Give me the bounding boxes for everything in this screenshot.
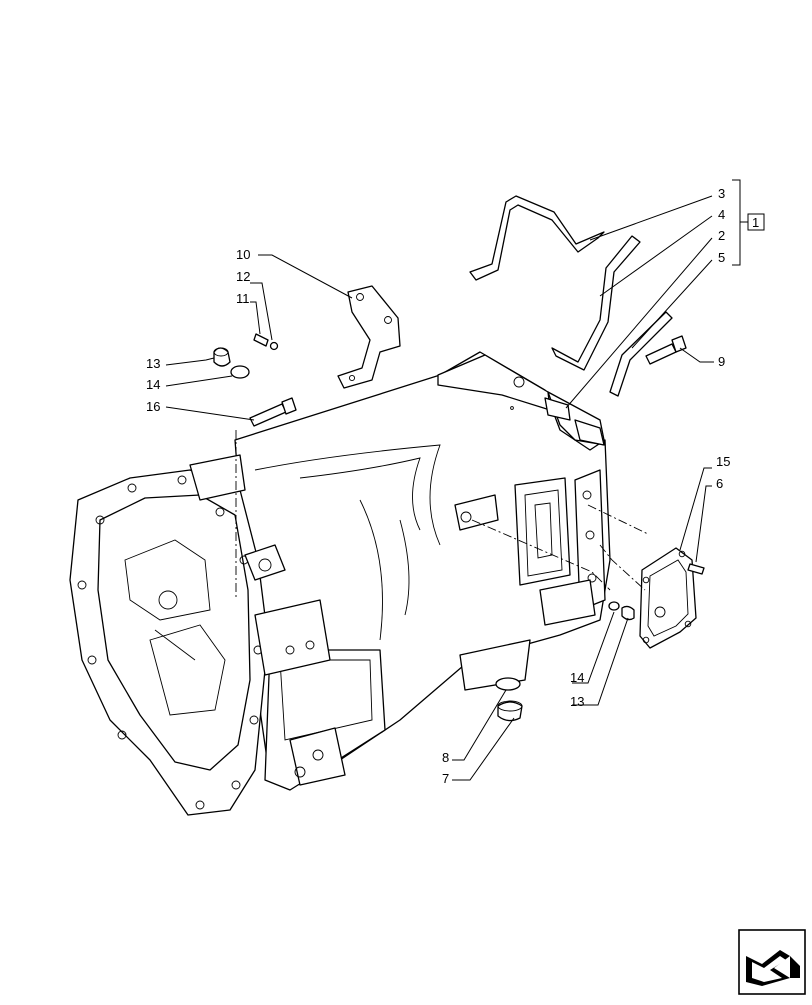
oring-8 (495, 677, 521, 691)
pipe-4 (551, 235, 641, 371)
callout-9: 9 (718, 354, 725, 369)
callout-15: 15 (716, 454, 730, 469)
plug-13-right (621, 605, 635, 621)
callout-10: 10 (236, 247, 250, 262)
callout-4: 4 (718, 207, 725, 222)
oring-14-right (608, 601, 620, 611)
callout-labels: 1 3 4 2 5 9 10 12 11 13 14 16 15 6 14 13… (146, 186, 765, 786)
bolt-16 (249, 397, 297, 427)
callout-13-left: 13 (146, 356, 160, 371)
pipe-5 (609, 311, 673, 397)
bolt-9 (645, 335, 687, 365)
callout-14-right: 14 (570, 670, 584, 685)
callout-16: 16 (146, 399, 160, 414)
transmission-housing (69, 351, 611, 816)
leader-lines (165, 179, 748, 781)
callout-1: 1 (752, 215, 759, 230)
oring-14-left (230, 365, 250, 379)
callout-6: 6 (716, 476, 723, 491)
callout-7: 7 (442, 771, 449, 786)
callout-2: 2 (718, 228, 725, 243)
plug-7 (497, 700, 523, 722)
plug-13-left (213, 347, 231, 367)
callout-5: 5 (718, 250, 725, 265)
callout-3: 3 (718, 186, 725, 201)
bolt-11 (253, 333, 279, 351)
bracket-10 (337, 285, 401, 389)
pipe-3 (469, 195, 605, 281)
arrow-nav-icon[interactable] (738, 929, 806, 995)
callout-1-box (747, 213, 765, 231)
callout-12: 12 (236, 269, 250, 284)
callout-13-right: 13 (570, 694, 584, 709)
cover-plate-15 (639, 547, 697, 649)
callout-11: 11 (236, 291, 250, 306)
callout-8: 8 (442, 750, 449, 765)
callout-14-left: 14 (146, 377, 160, 392)
bolt-6 (687, 563, 705, 575)
